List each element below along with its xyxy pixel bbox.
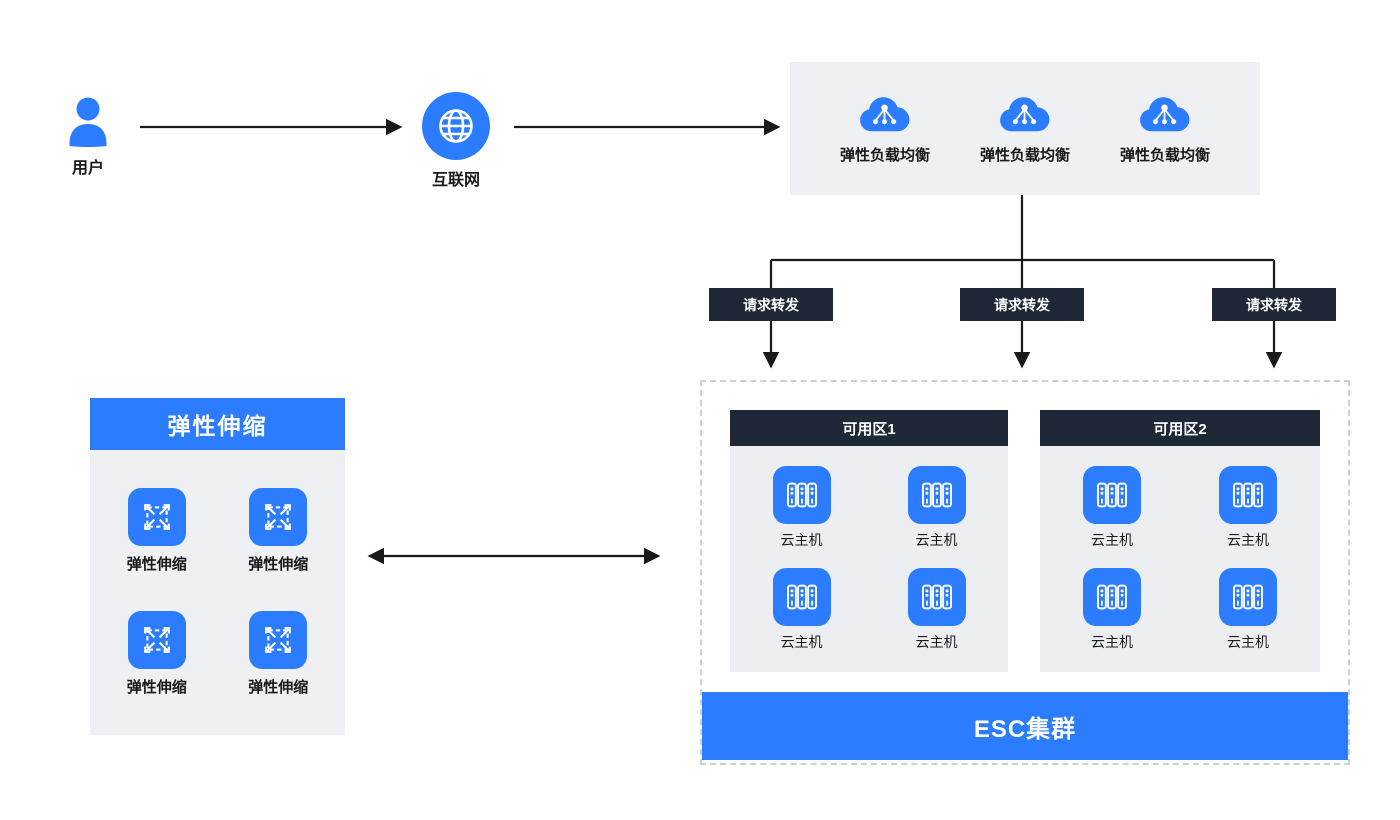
request-forward-chip: 请求转发	[1212, 288, 1336, 321]
scaling-node-label: 弹性伸缩	[248, 678, 309, 696]
load-balancer-cloud-icon	[1140, 97, 1190, 132]
cloud-host-node: 云主机	[1083, 568, 1141, 652]
user-icon	[69, 97, 107, 147]
load-balancer-node: 弹性负载均衡	[1120, 92, 1210, 165]
cloud-host-label: 云主机	[1091, 532, 1133, 548]
cloud-host-label: 云主机	[915, 532, 958, 548]
cloud-host-node: 云主机	[907, 466, 966, 550]
elastic-scaling-title: 弹性伸缩	[90, 398, 345, 450]
cloud-host-node: 云主机	[1219, 568, 1277, 652]
availability-zone-title: 可用区2	[1040, 410, 1320, 446]
scaling-node-label: 弹性伸缩	[126, 678, 187, 696]
elastic-scaling-panel: 弹性伸缩 弹性伸缩	[90, 398, 345, 735]
server-icon	[772, 568, 831, 626]
server-icon	[1219, 568, 1277, 626]
internet-label: 互联网	[431, 172, 480, 189]
server-icon	[772, 466, 831, 524]
user-label: 用户	[71, 160, 104, 177]
availability-zone-body: 云主机	[730, 446, 1008, 672]
expand-arrows-icon	[127, 488, 186, 547]
server-icon	[1083, 466, 1141, 524]
expand-arrows-icon	[249, 488, 308, 547]
cloud-host-node: 云主机	[907, 568, 966, 652]
scaling-node: 弹性伸缩	[248, 488, 308, 574]
load-balancer-label: 弹性负载均衡	[979, 147, 1070, 164]
cloud-host-label: 云主机	[1227, 532, 1269, 548]
server-icon	[1083, 568, 1141, 626]
cloud-host-node: 云主机	[772, 568, 831, 652]
scaling-node: 弹性伸缩	[248, 610, 309, 697]
scaling-node: 弹性伸缩	[126, 610, 187, 697]
scaling-node-label: 弹性伸缩	[248, 556, 309, 574]
esc-cluster-banner: ESC集群	[702, 692, 1348, 760]
user-node: 用户	[58, 96, 118, 178]
internet-globe-icon	[422, 92, 490, 160]
request-forward-chip: 请求转发	[960, 288, 1084, 321]
cloud-host-label: 云主机	[780, 634, 823, 650]
cloud-host-label: 云主机	[1091, 634, 1133, 650]
request-forward-chip: 请求转发	[709, 288, 833, 321]
esc-cluster-container: 可用区1	[700, 380, 1350, 765]
expand-arrows-icon	[127, 610, 186, 669]
load-balancer-label: 弹性负载均衡	[1119, 147, 1210, 164]
cloud-host-label: 云主机	[1227, 634, 1269, 650]
scaling-node: 弹性伸缩	[127, 488, 187, 574]
availability-zone-1: 可用区1	[730, 410, 1008, 672]
load-balancer-node: 弹性负载均衡	[980, 92, 1070, 165]
lb-branch-lines	[769, 195, 1276, 288]
availability-zone-2: 可用区2	[1040, 410, 1320, 672]
availability-zone-body: 云主机	[1040, 446, 1320, 672]
cloud-host-label: 云主机	[780, 532, 823, 548]
internet-node: 互联网	[414, 92, 498, 190]
load-balancer-panel: 弹性负载均衡 弹性负载均衡	[790, 62, 1260, 195]
server-icon	[907, 568, 966, 626]
load-balancer-cloud-icon	[1000, 97, 1050, 132]
expand-arrows-icon	[249, 610, 308, 669]
cloud-host-node: 云主机	[1083, 466, 1141, 550]
server-icon	[1219, 466, 1277, 524]
scaling-node-label: 弹性伸缩	[126, 556, 187, 574]
availability-zone-title: 可用区1	[730, 410, 1008, 446]
cloud-host-label: 云主机	[915, 634, 958, 650]
load-balancer-node: 弹性负载均衡	[840, 92, 930, 165]
load-balancer-label: 弹性负载均衡	[839, 147, 930, 164]
server-icon	[907, 466, 966, 524]
cloud-host-node: 云主机	[772, 466, 831, 550]
load-balancer-cloud-icon	[860, 97, 910, 132]
elastic-scaling-body: 弹性伸缩 弹性伸缩	[90, 450, 345, 735]
cloud-host-node: 云主机	[1219, 466, 1277, 550]
